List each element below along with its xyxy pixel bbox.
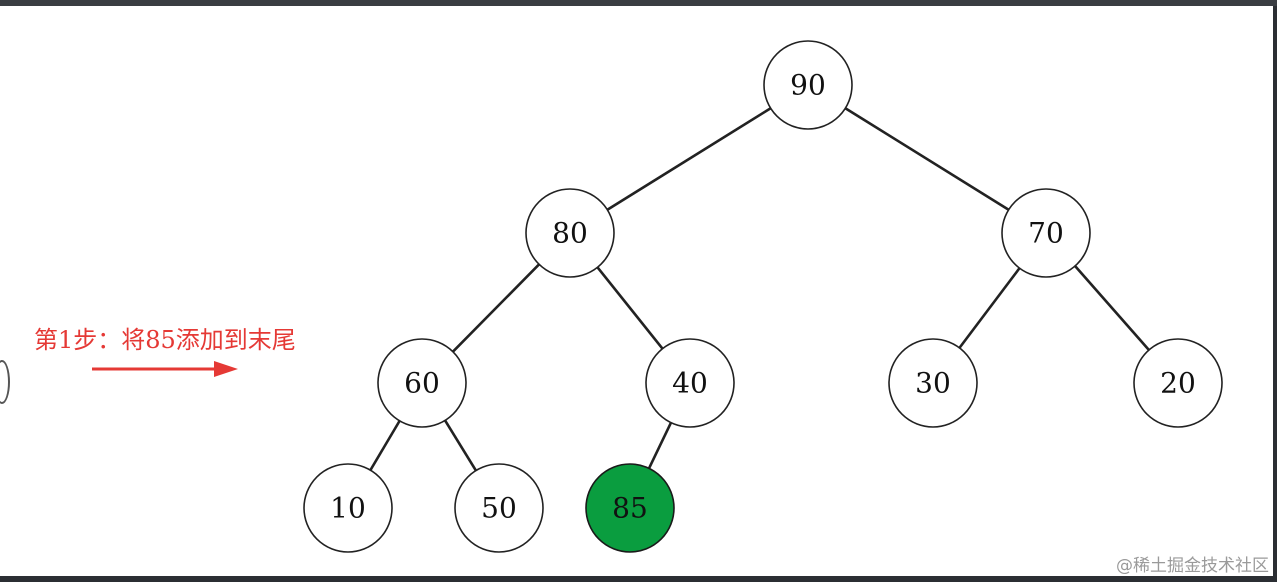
window-top-strip (0, 0, 1277, 6)
node-label: 50 (481, 492, 517, 525)
node-circle (377, 338, 467, 428)
node-label: 40 (672, 367, 708, 400)
node-circle (1001, 188, 1091, 278)
node-circle (645, 338, 735, 428)
tree-edge-70-20 (1074, 265, 1150, 351)
window-bottom-strip (0, 576, 1277, 582)
tree-edge-90-80 (606, 107, 772, 211)
step-arrow (92, 361, 238, 377)
tree-edge-60-10 (369, 420, 401, 471)
node-circle (1133, 338, 1223, 428)
tree-node-90: 90 (763, 40, 853, 130)
node-circle (525, 188, 615, 278)
tree-edge-40-85 (647, 422, 673, 469)
tree-node-30: 30 (888, 338, 978, 428)
watermark-text: @稀土掘金技术社区 (1116, 556, 1269, 576)
tree-nodes: 90 80 70 60 40 30 20 10 50 85 (303, 40, 1223, 553)
tree-edge-80-40 (596, 266, 664, 350)
node-label: 90 (790, 69, 826, 102)
node-label: 70 (1028, 217, 1064, 250)
node-circle (303, 463, 393, 553)
tree-node-80: 80 (525, 188, 615, 278)
node-circle (454, 463, 544, 553)
node-label: 60 (404, 367, 440, 400)
tree-node-50: 50 (454, 463, 544, 553)
node-label: 10 (330, 492, 366, 525)
tree-edge-90-70 (844, 107, 1010, 211)
step-annotation: 第1步：将85添加到末尾 (34, 326, 296, 354)
tree-edges (369, 107, 1150, 472)
tree-edge-80-60 (451, 263, 541, 353)
node-label: 20 (1160, 367, 1196, 400)
node-label: 30 (915, 367, 951, 400)
tree-node-40: 40 (645, 338, 735, 428)
node-label: 80 (552, 217, 588, 250)
node-circle (585, 463, 675, 553)
tree-node-85: 85 (585, 463, 675, 553)
node-circle (763, 40, 853, 130)
node-circle (888, 338, 978, 428)
tree-edge-70-30 (958, 267, 1021, 349)
node-label: 85 (612, 492, 648, 525)
tree-edge-60-50 (443, 419, 478, 472)
tree-node-60: 60 (377, 338, 467, 428)
tree-node-20: 20 (1133, 338, 1223, 428)
tree-node-10: 10 (303, 463, 393, 553)
tree-node-70: 70 (1001, 188, 1091, 278)
